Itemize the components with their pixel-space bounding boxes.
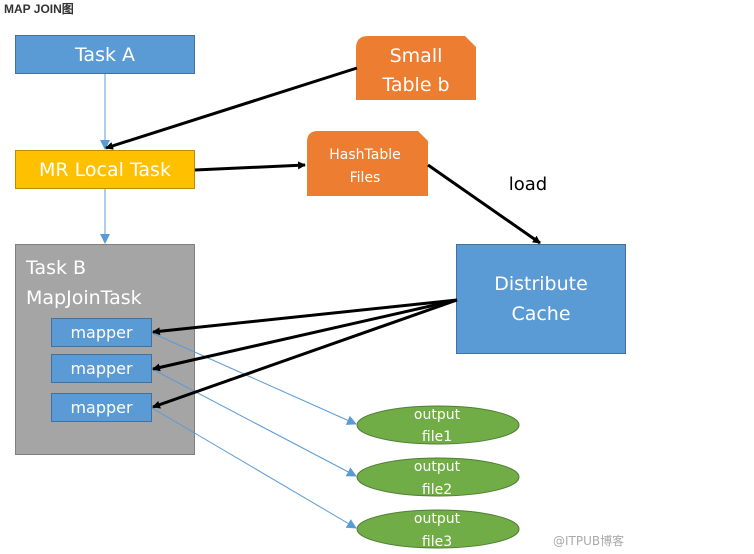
watermark: @ITPUB博客 [553,534,625,548]
arrow-cache-to-mapper-3 [152,298,458,409]
hashtable-files-shape [307,131,428,196]
output-file-3-shape [356,509,520,549]
distribute-cache-box: Distribute Cache [456,244,626,354]
output-file-1-line1: output [414,407,461,423]
output-file-2-line2: file2 [422,482,452,498]
distribute-cache-line1: Distribute [494,273,588,295]
arrow-small-table-to-mr-local [105,66,358,150]
arrow-mr-local-to-hashtable [194,161,306,172]
distribute-cache-line2: Cache [511,303,571,325]
mapper-3-label: mapper [70,398,133,417]
output-file-2-line1: output [414,459,461,475]
arrow-hashtable-to-distribute-cache [427,163,541,245]
task-a-label: Task A [74,43,136,66]
task-b-label: Task B MapJoinTask [26,253,142,313]
small-table-line2: Table b [381,74,449,96]
mr-local-task-box: MR Local Task [15,150,195,189]
task-b-line1: Task B [26,257,87,279]
mapper-1-label: mapper [70,323,133,342]
task-a-box: Task A [15,35,195,74]
output-file-2-shape [356,457,520,497]
arrow-cache-to-mapper-1 [152,298,458,336]
arrow-cache-to-mapper-2 [152,298,458,372]
arrow-mapper-1-to-output-1 [151,332,357,425]
mapper-2-label: mapper [70,359,133,378]
mapper-1: mapper [51,318,152,347]
output-file-3-line1: output [414,511,461,527]
hashtable-files-line2: Files [350,170,381,186]
arrow-mapper-2-to-output-2 [151,368,357,477]
small-table-shape [356,36,476,100]
small-table-line1: Small [390,45,443,67]
arrow-mapper-3-to-output-3 [151,407,357,529]
hashtable-files-line1: HashTable [329,147,400,163]
diagram-title: MAP JOIN图 [4,2,74,16]
mr-local-task-label: MR Local Task [39,158,171,181]
mapper-3: mapper [51,393,152,422]
output-file-1-line2: file1 [422,429,452,445]
output-file-1-shape [356,405,520,445]
task-b-line2: MapJoinTask [26,287,142,309]
output-file-3-line2: file3 [422,534,452,550]
mapper-2: mapper [51,354,152,383]
load-label: load [509,174,547,195]
